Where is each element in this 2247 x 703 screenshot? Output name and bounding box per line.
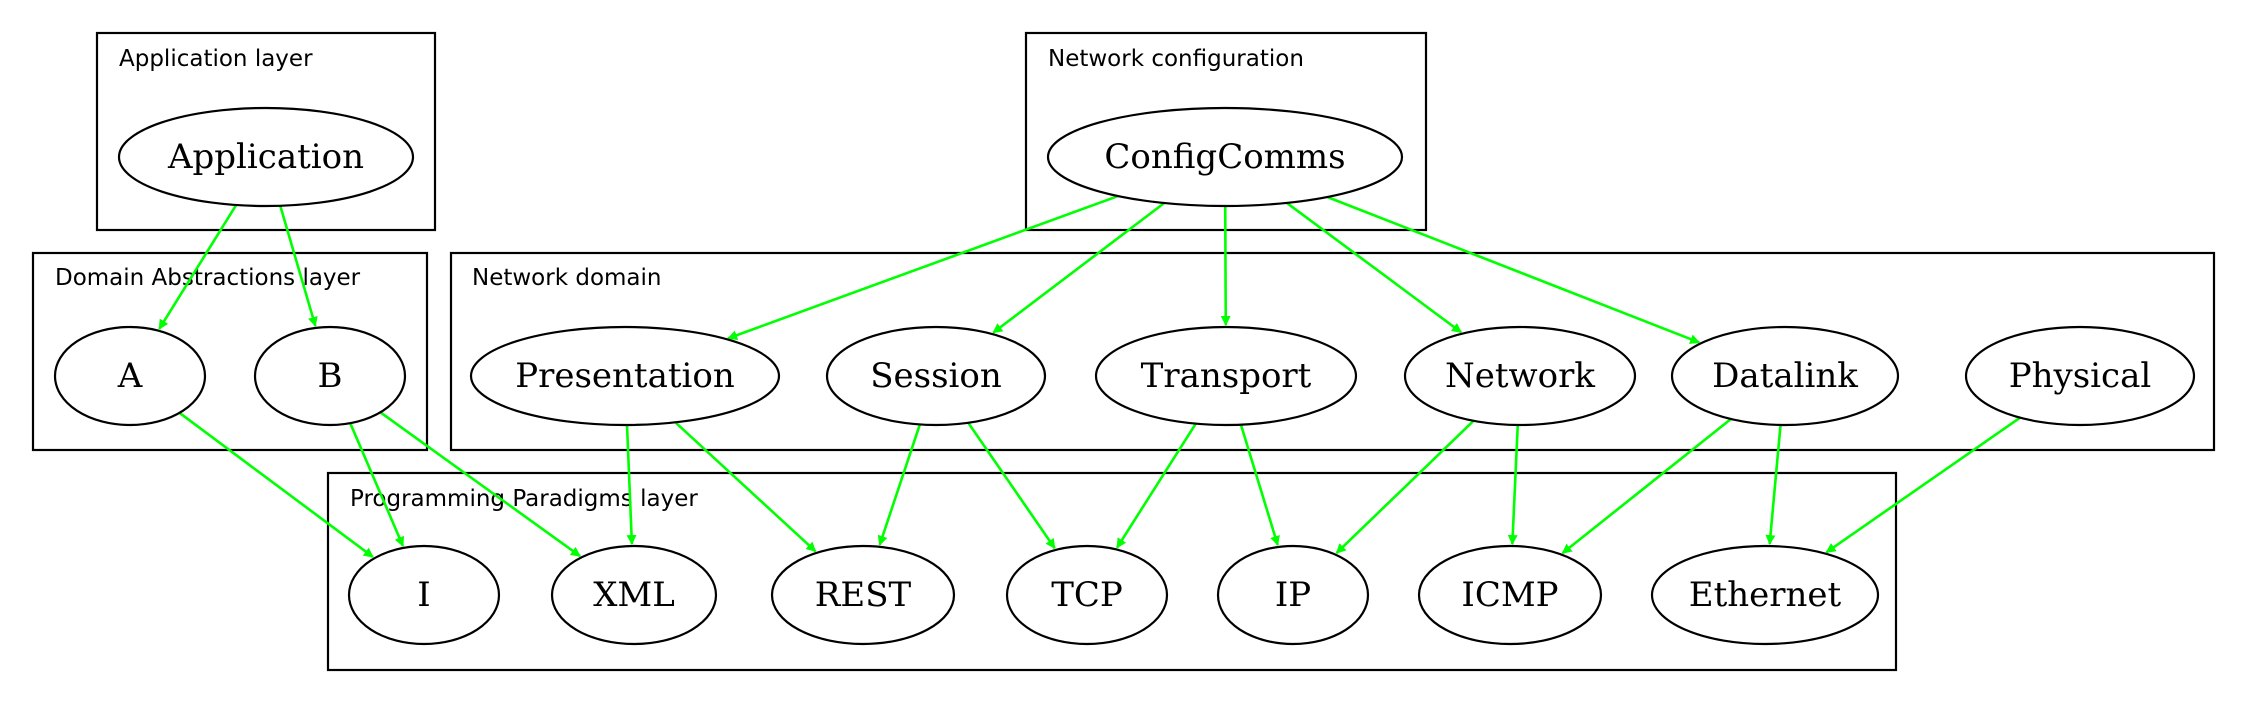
- node-icmp-label: ICMP: [1461, 575, 1558, 615]
- edge-physical-to-ethernet: [1825, 416, 2021, 554]
- node-transport-label: Transport: [1141, 356, 1312, 396]
- edges: [158, 194, 2021, 559]
- edge-presentation-to-rest: [674, 421, 817, 553]
- node-application-label: Application: [167, 137, 364, 177]
- cluster-network-configuration-label: Network configuration: [1048, 46, 1304, 72]
- edge-configcomms-to-presentation: [727, 194, 1119, 340]
- cluster-domain-abstractions-layer-label: Domain Abstractions layer: [55, 265, 361, 291]
- node-network[interactable]: Network: [1403, 325, 1637, 427]
- node-ethernet-label: Ethernet: [1689, 575, 1842, 615]
- node-datalink[interactable]: Datalink: [1670, 325, 1900, 427]
- node-i[interactable]: I: [347, 544, 501, 646]
- node-b-label: B: [318, 356, 343, 396]
- edge-configcomms-to-network: [1286, 201, 1462, 334]
- node-i-label: I: [417, 575, 430, 615]
- cluster-programming-paradigms-layer-label: Programming Paradigms layer: [350, 486, 698, 512]
- node-application[interactable]: Application: [117, 106, 415, 208]
- node-ip[interactable]: IP: [1216, 544, 1370, 646]
- node-tcp-label: TCP: [1051, 575, 1123, 615]
- node-a[interactable]: A: [53, 325, 207, 427]
- node-configcomms[interactable]: ConfigComms: [1046, 106, 1404, 208]
- node-transport[interactable]: Transport: [1094, 325, 1358, 427]
- cluster-application-layer: Application layer: [95, 31, 437, 232]
- edge-transport-to-ip: [1239, 424, 1280, 546]
- node-xml-label: XML: [593, 575, 675, 615]
- node-tcp[interactable]: TCP: [1005, 544, 1169, 646]
- node-session-label: Session: [870, 356, 1002, 396]
- node-a-label: A: [117, 356, 143, 396]
- node-physical[interactable]: Physical: [1964, 325, 2196, 427]
- edge-configcomms-to-session: [992, 201, 1166, 334]
- node-session[interactable]: Session: [825, 325, 1047, 427]
- edge-datalink-to-ethernet: [1765, 424, 1782, 546]
- node-xml[interactable]: XML: [550, 544, 718, 646]
- edge-b-to-i: [349, 422, 405, 547]
- cluster-application-layer-frame: [95, 31, 437, 232]
- edge-application-to-b: [279, 205, 318, 327]
- cluster-network-domain-label: Network domain: [472, 265, 661, 291]
- edge-datalink-to-icmp: [1561, 418, 1732, 555]
- cluster-network-domain-frame: [449, 251, 2216, 452]
- edge-presentation-to-xml: [625, 424, 637, 546]
- node-ip-label: IP: [1275, 575, 1311, 615]
- node-b[interactable]: B: [253, 325, 407, 427]
- node-presentation[interactable]: Presentation: [469, 325, 781, 427]
- node-configcomms-label: ConfigComms: [1104, 137, 1345, 177]
- cluster-programming-paradigms-layer-frame: [326, 471, 1898, 672]
- node-presentation-label: Presentation: [515, 356, 735, 396]
- node-rest-label: REST: [815, 575, 912, 615]
- edge-a-to-i: [178, 411, 374, 559]
- edge-network-to-ip: [1335, 419, 1475, 554]
- node-datalink-label: Datalink: [1712, 356, 1858, 396]
- edge-session-to-rest: [877, 424, 922, 546]
- cluster-network-domain: Network domain: [449, 251, 2216, 452]
- node-icmp[interactable]: ICMP: [1417, 544, 1603, 646]
- edge-session-to-tcp: [967, 422, 1056, 550]
- edge-configcomms-to-transport: [1220, 205, 1231, 326]
- edge-b-to-xml: [379, 411, 581, 558]
- edge-network-to-icmp: [1507, 424, 1520, 546]
- node-rest[interactable]: REST: [770, 544, 956, 646]
- node-physical-label: Physical: [2009, 356, 2152, 396]
- edge-application-to-a: [158, 204, 238, 330]
- edge-transport-to-tcp: [1115, 422, 1197, 549]
- node-ethernet[interactable]: Ethernet: [1650, 544, 1880, 646]
- cluster-application-layer-label: Application layer: [119, 46, 313, 72]
- node-network-label: Network: [1445, 356, 1595, 396]
- cluster-programming-paradigms-layer: Programming Paradigms layer: [326, 471, 1898, 672]
- edge-configcomms-to-datalink: [1326, 195, 1701, 344]
